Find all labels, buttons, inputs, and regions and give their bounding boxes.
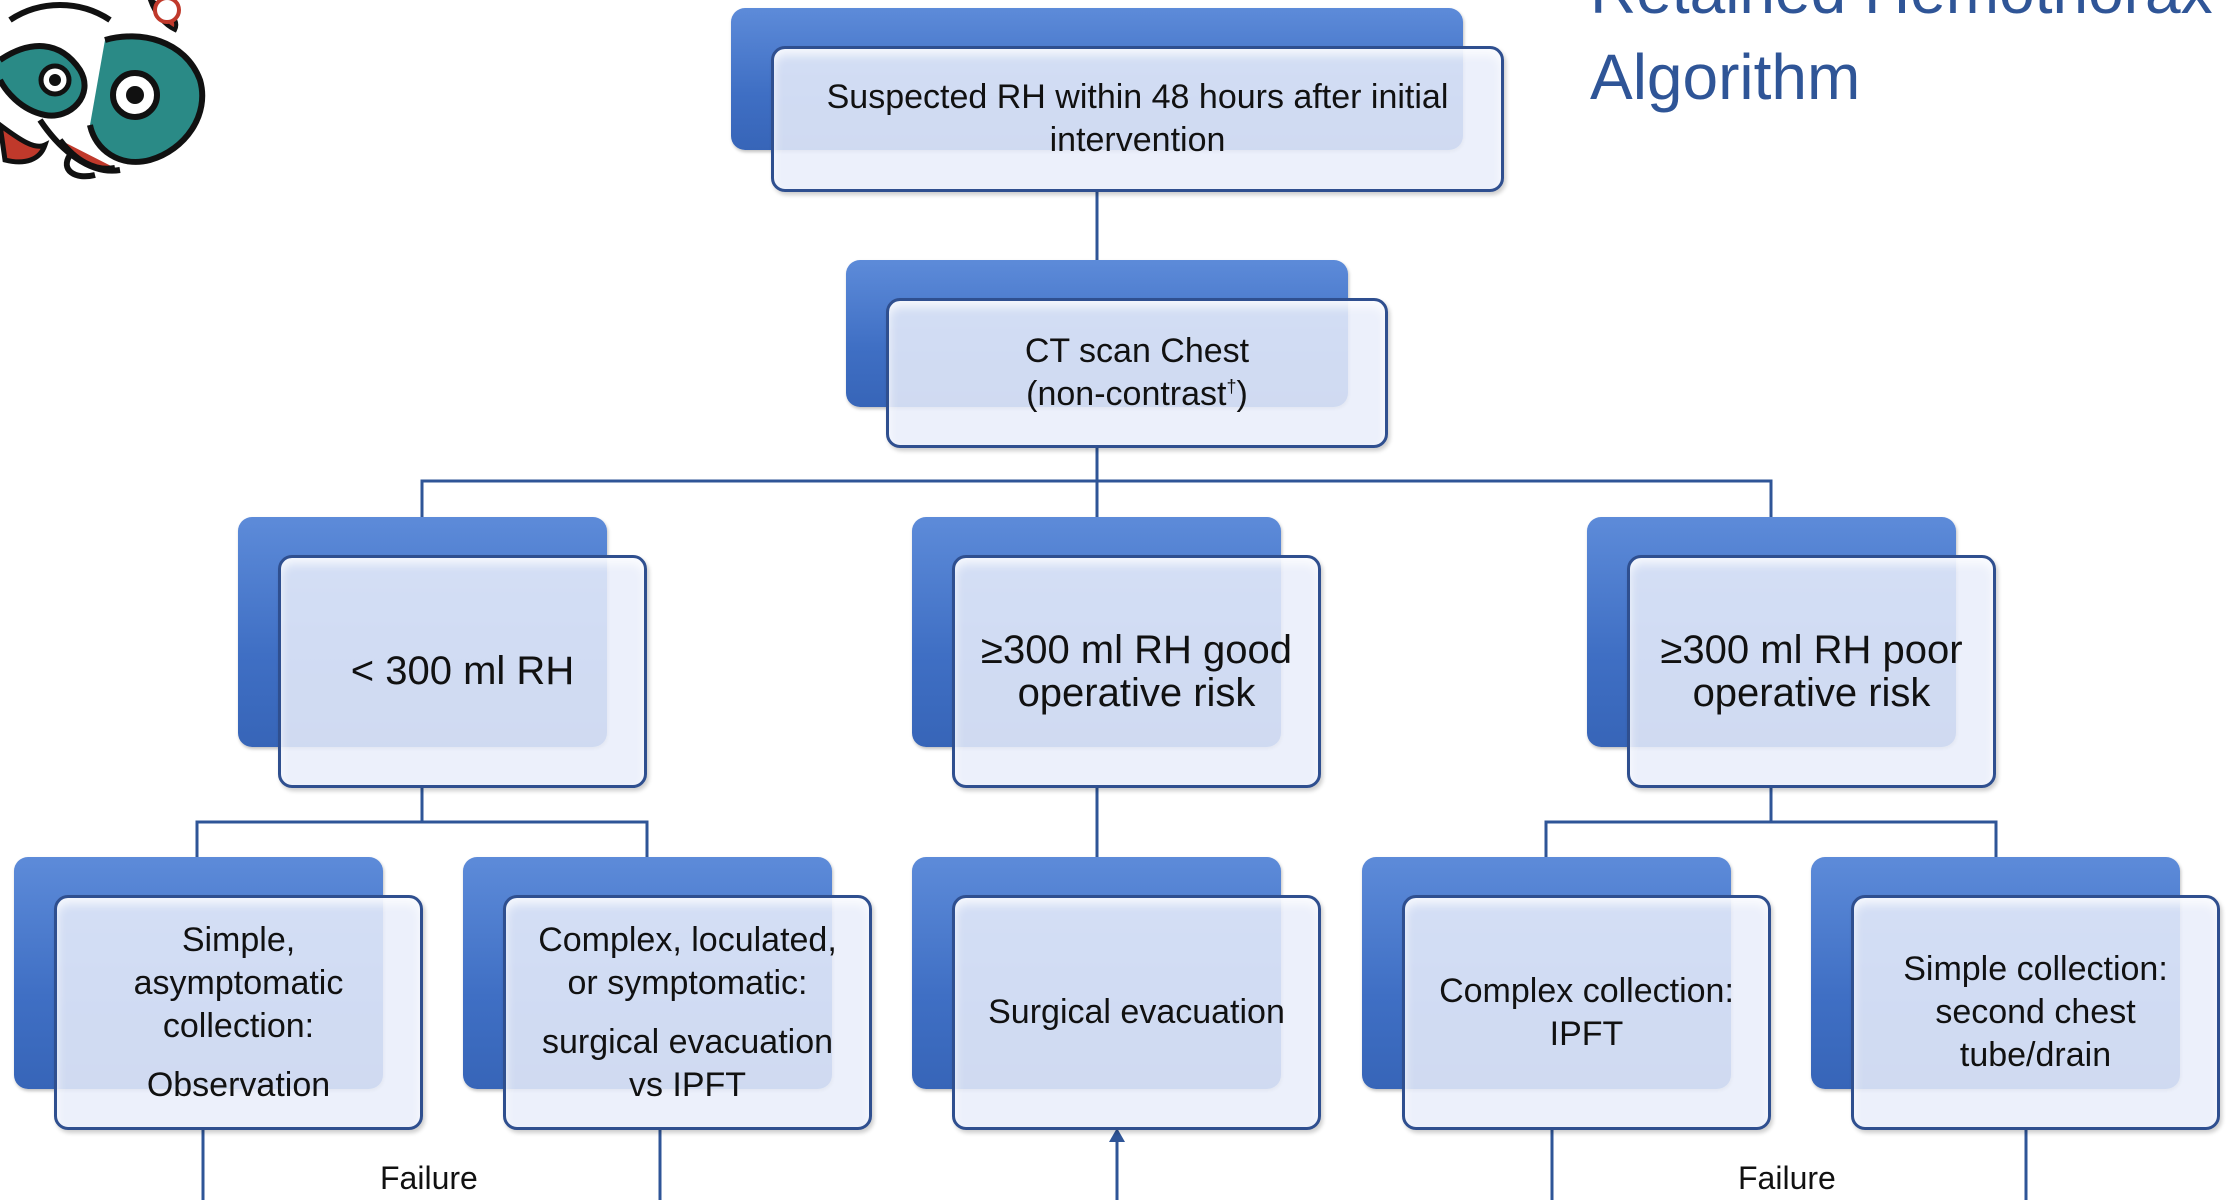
failure-label-right: Failure	[1738, 1160, 1836, 1196]
connector-lt300-to-children	[195, 820, 649, 857]
node-text-line: Complex, loculated,	[538, 920, 837, 959]
node-front-panel: CT scan Chest (non-contrast†)	[886, 298, 1388, 448]
connector-ct-to-branches	[420, 479, 1773, 517]
node-simple-collection: Simple collection: second chest tube/dra…	[1811, 857, 2220, 1130]
node-text-line: or symptomatic:	[567, 963, 808, 1002]
node-simple-asymptomatic: Simple, asymptomatic collection: Observa…	[14, 857, 423, 1130]
arrow-up-icon	[1109, 1128, 1125, 1142]
node-front-panel: Surgical evacuation	[952, 895, 1321, 1130]
dagger-footnote-mark: †	[1226, 376, 1237, 397]
node-complex-loculated: Complex, loculated, or symptomatic: surg…	[463, 857, 872, 1130]
node-text-line: (non-contrast†)	[1026, 373, 1248, 416]
slide-title: Retained Hemothorax Algorithm	[1590, 0, 2213, 120]
node-action-text: Observation	[146, 1065, 331, 1104]
node-front-panel: Complex collection: IPFT	[1402, 895, 1771, 1130]
node-text-line: Surgical evacuation	[988, 993, 1285, 1031]
title-line-1: Retained Hemothorax	[1590, 0, 2213, 34]
node-ge300-good-risk: ≥300 ml RH good operative risk	[912, 517, 1321, 788]
connector-poor-to-children	[1544, 820, 1998, 857]
node-text-line: ≥300 ml RH poor	[1660, 627, 1963, 672]
node-text-line: Simple,	[181, 920, 296, 959]
node-ge300-poor-risk: ≥300 ml RH poor operative risk	[1587, 517, 1996, 788]
node-text-line: collection:	[162, 1006, 315, 1045]
node-front-panel: ≥300 ml RH poor operative risk	[1627, 555, 1996, 788]
node-front-panel: Complex, loculated, or symptomatic: surg…	[503, 895, 872, 1130]
node-text-line: Complex collection:	[1439, 971, 1734, 1010]
node-action-text: vs IPFT	[628, 1065, 747, 1104]
ct-line2-suffix: )	[1236, 375, 1248, 413]
node-front-panel: < 300 ml RH	[278, 555, 647, 788]
node-text-line: asymptomatic	[133, 963, 344, 1002]
formline-art-logo-icon	[0, 0, 206, 180]
node-text-line: Simple collection:	[1903, 950, 2168, 988]
node-text-line: operative risk	[1692, 670, 1931, 715]
node-text-line: tube/drain	[1959, 1036, 2112, 1074]
node-lt300-rh: < 300 ml RH	[238, 517, 647, 788]
node-text-line: IPFT	[1549, 1014, 1624, 1053]
node-front-panel: ≥300 ml RH good operative risk	[952, 555, 1321, 788]
title-line-2: Algorithm	[1590, 41, 1861, 113]
node-front-panel: Suspected RH within 48 hours after initi…	[771, 46, 1504, 192]
node-ct-scan: CT scan Chest (non-contrast†)	[846, 260, 1388, 448]
node-complex-collection: Complex collection: IPFT	[1362, 857, 1771, 1130]
node-text-line: ≥300 ml RH good	[981, 627, 1292, 672]
ct-line2-prefix: (non-contrast	[1026, 375, 1227, 413]
node-suspected-rh: Suspected RH within 48 hours after initi…	[731, 8, 1504, 192]
node-action-text: surgical evacuation	[541, 1022, 834, 1061]
node-surgical-evacuation: Surgical evacuation	[912, 857, 1321, 1130]
failure-label-left: Failure	[380, 1160, 478, 1196]
node-text-line: intervention	[1049, 121, 1226, 159]
node-text-line: Suspected RH within 48 hours after initi…	[826, 78, 1449, 116]
node-text-line: second chest	[1935, 993, 2136, 1031]
node-front-panel: Simple collection: second chest tube/dra…	[1851, 895, 2220, 1130]
node-text-line: CT scan Chest	[1024, 332, 1250, 370]
node-text-line: operative risk	[1017, 670, 1256, 715]
node-front-panel: Simple, asymptomatic collection: Observa…	[54, 895, 423, 1130]
node-text-line: < 300 ml RH	[350, 649, 575, 693]
